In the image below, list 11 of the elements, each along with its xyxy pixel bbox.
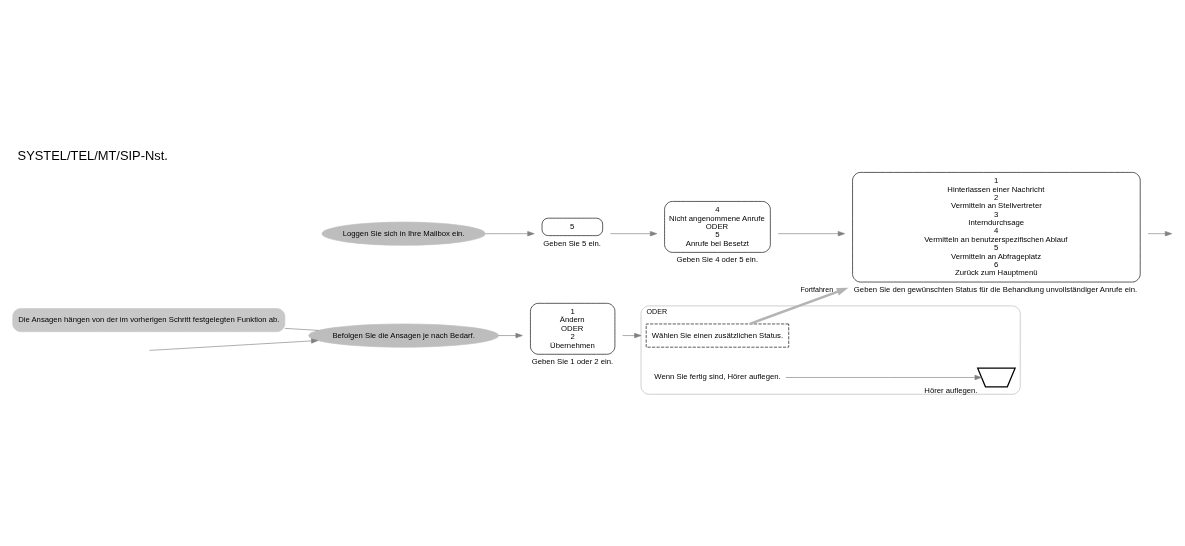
arrow (622, 332, 642, 338)
arrow (498, 332, 523, 338)
arrow (785, 374, 982, 380)
arrow (485, 230, 535, 236)
arrow (1147, 230, 1172, 236)
arrow (749, 287, 849, 325)
arrow (610, 230, 658, 236)
arrow (149, 337, 319, 351)
arrow (777, 230, 845, 236)
diagram-title: SYSTEL/TEL/MT/SIP-Nst. (17, 147, 168, 163)
connector (284, 327, 319, 331)
